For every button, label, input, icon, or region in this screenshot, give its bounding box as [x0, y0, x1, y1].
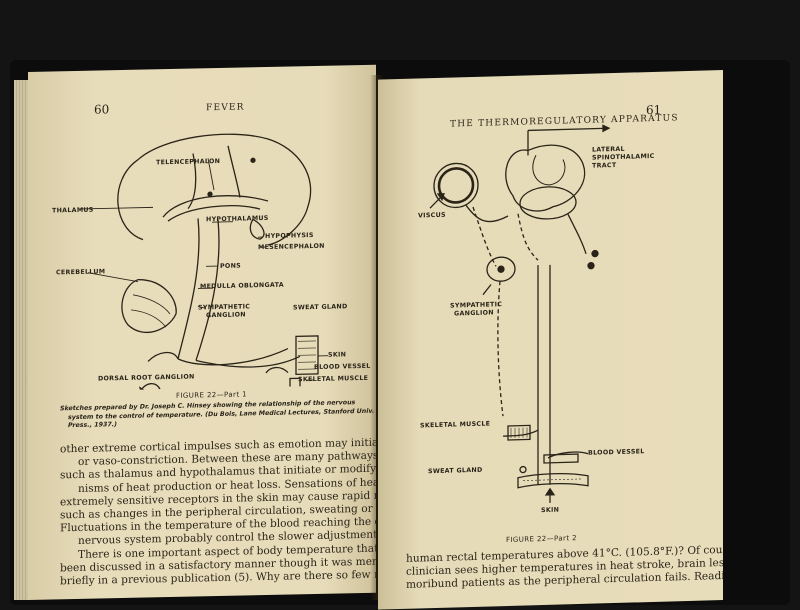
- label-viscus: VISCUS: [418, 212, 446, 220]
- label-ganglion: GANGLION: [454, 309, 494, 317]
- label-pons: PONS: [220, 263, 241, 270]
- brain-diagram: [28, 65, 376, 392]
- label-blood-vessel: BLOOD VESSEL: [314, 363, 371, 371]
- body-text: other extreme cortical impulses such as …: [60, 437, 368, 589]
- label-hypophysis: HYPOPHYSIS: [265, 232, 314, 240]
- right-page: THE THERMOREGULATORY APPARATUS 61: [378, 70, 723, 610]
- label-sweat-gland: SWEAT GLAND: [293, 303, 348, 311]
- label-telencephalon: TELENCEPHALON: [156, 158, 220, 166]
- label-tract: TRACT: [592, 162, 616, 170]
- body-text: human rectal temperatures above 41°C. (1…: [406, 544, 718, 592]
- figure-caption: FIGURE 22—Part 1: [176, 390, 247, 399]
- label-sympathetic: SYMPATHETIC: [198, 303, 250, 311]
- label-lateral: LATERAL: [592, 146, 625, 154]
- label-skin: SKIN: [541, 507, 559, 515]
- label-skin: SKIN: [328, 351, 346, 358]
- label-ganglion: GANGLION: [206, 311, 246, 319]
- figure-caption: FIGURE 22—Part 2: [506, 534, 577, 544]
- label-thalamus: THALAMUS: [52, 207, 94, 215]
- label-sympathetic: SYMPATHETIC: [450, 301, 502, 309]
- label-mesencephalon: MESENCEPHALON: [258, 243, 325, 251]
- label-skeletal-muscle: SKELETAL MUSCLE: [298, 375, 368, 383]
- left-page: 60 FEVER: [28, 65, 376, 600]
- label-hypothalamus: HYPOTHALAMUS: [206, 215, 269, 223]
- figure-credit: Sketches prepared by Dr. Joseph C. Hinse…: [60, 399, 360, 431]
- label-cerebellum: CEREBELLUM: [56, 268, 105, 276]
